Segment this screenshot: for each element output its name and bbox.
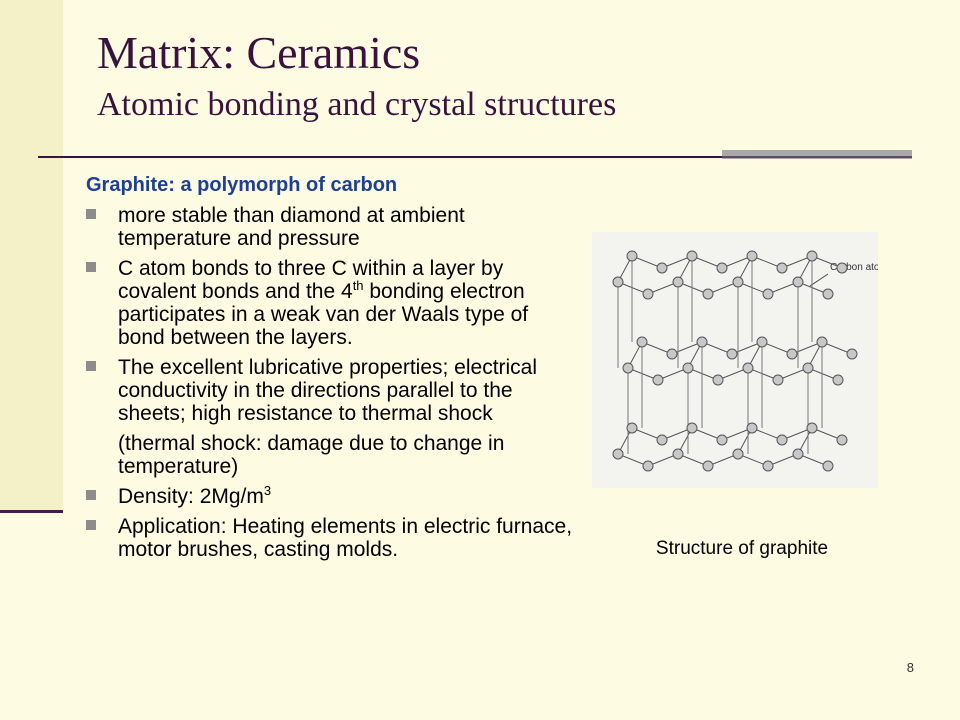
- slide-body: Graphite: a polymorph of carbon more sta…: [86, 172, 574, 568]
- bullet-square-icon: [86, 262, 96, 272]
- carbon-atom: [656, 434, 668, 446]
- carbon-atom: [846, 348, 858, 360]
- bullet-item: Density: 2Mg/m3: [86, 483, 574, 508]
- carbon-atom: [762, 460, 774, 472]
- carbon-atom: [652, 374, 664, 386]
- bullet-text: C atom bonds to three C within a layer b…: [118, 257, 504, 303]
- section-heading: Graphite: a polymorph of carbon: [86, 174, 398, 196]
- carbon-atom: [626, 422, 638, 434]
- carbon-atom: [702, 288, 714, 300]
- carbon-atom: [836, 434, 848, 446]
- carbon-atom: [742, 362, 754, 374]
- carbon-atom: [712, 374, 724, 386]
- bullet-item: C atom bonds to three C within a layer b…: [86, 257, 574, 349]
- carbon-atom: [792, 276, 804, 288]
- slide-title: Matrix: Ceramics Atomic bonding and crys…: [97, 26, 917, 126]
- bullet-square-icon: [86, 361, 96, 371]
- bullet-note: (thermal shock: damage due to change in …: [118, 432, 505, 478]
- carbon-atom: [776, 434, 788, 446]
- figure-caption: Structure of graphite: [655, 538, 829, 559]
- carbon-atom: [702, 460, 714, 472]
- bullet-text: more stable than diamond at ambient temp…: [118, 204, 465, 250]
- bullet-text: The excellent lubricative properties; el…: [118, 356, 538, 425]
- carbon-atom: [786, 348, 798, 360]
- carbon-atom: [806, 250, 818, 262]
- carbon-atom: [822, 288, 834, 300]
- carbon-atom: [822, 460, 834, 472]
- carbon-atom-label: Carbon atom: [830, 262, 878, 273]
- carbon-atom: [792, 448, 804, 460]
- carbon-atom: [726, 348, 738, 360]
- carbon-atom: [802, 362, 814, 374]
- graphite-structure-figure: Carbon atom: [592, 232, 888, 488]
- title-divider-accent: [722, 150, 912, 159]
- carbon-atom: [832, 374, 844, 386]
- carbon-atom: [732, 276, 744, 288]
- superscript: 3: [263, 483, 272, 498]
- carbon-atom: [686, 250, 698, 262]
- carbon-atom: [672, 276, 684, 288]
- bullet-square-icon: [86, 520, 96, 530]
- carbon-atom: [642, 288, 654, 300]
- slide-title-main: Matrix: Ceramics: [97, 27, 421, 78]
- carbon-atom: [612, 448, 624, 460]
- bullet-item: more stable than diamond at ambient temp…: [86, 204, 574, 250]
- carbon-atom: [716, 262, 728, 274]
- carbon-atom: [772, 374, 784, 386]
- title-divider: [38, 156, 722, 158]
- bullet-square-icon: [86, 490, 96, 500]
- carbon-atom: [806, 422, 818, 434]
- carbon-atom: [622, 362, 634, 374]
- carbon-atom: [696, 336, 708, 348]
- bullet-text: Density: 2Mg/m: [118, 485, 264, 508]
- graphite-lattice-diagram: Carbon atom: [612, 250, 888, 472]
- slide-title-sub: Atomic bonding and crystal structures: [97, 86, 617, 123]
- carbon-atom: [732, 448, 744, 460]
- page-number: 8: [906, 660, 914, 675]
- carbon-atom: [716, 434, 728, 446]
- carbon-atom: [746, 422, 758, 434]
- carbon-atom: [626, 250, 638, 262]
- superscript: th: [352, 278, 364, 293]
- bullet-item: Application: Heating elements in electri…: [86, 515, 574, 561]
- bullet-item: The excellent lubricative properties; el…: [86, 356, 574, 425]
- carbon-atom: [746, 250, 758, 262]
- carbon-atom: [756, 336, 768, 348]
- carbon-atom: [612, 276, 624, 288]
- carbon-atom: [666, 348, 678, 360]
- carbon-atom: [656, 262, 668, 274]
- title-divider-accent-line: [722, 156, 912, 158]
- carbon-atom-pointer: [809, 273, 829, 287]
- carbon-atom: [686, 422, 698, 434]
- carbon-atom: [816, 336, 828, 348]
- left-decor-line: [0, 510, 63, 513]
- bullet-square-icon: [86, 209, 96, 219]
- carbon-atom: [636, 336, 648, 348]
- carbon-atom: [672, 448, 684, 460]
- bullet-text: bonding electron participates in a weak …: [118, 280, 529, 349]
- left-decor-band: [0, 0, 63, 510]
- carbon-atom: [762, 288, 774, 300]
- carbon-atom: [682, 362, 694, 374]
- bullet-text: Application: Heating elements in electri…: [118, 515, 573, 561]
- carbon-atom: [836, 262, 848, 274]
- carbon-atom: [642, 460, 654, 472]
- carbon-atom: [776, 262, 788, 274]
